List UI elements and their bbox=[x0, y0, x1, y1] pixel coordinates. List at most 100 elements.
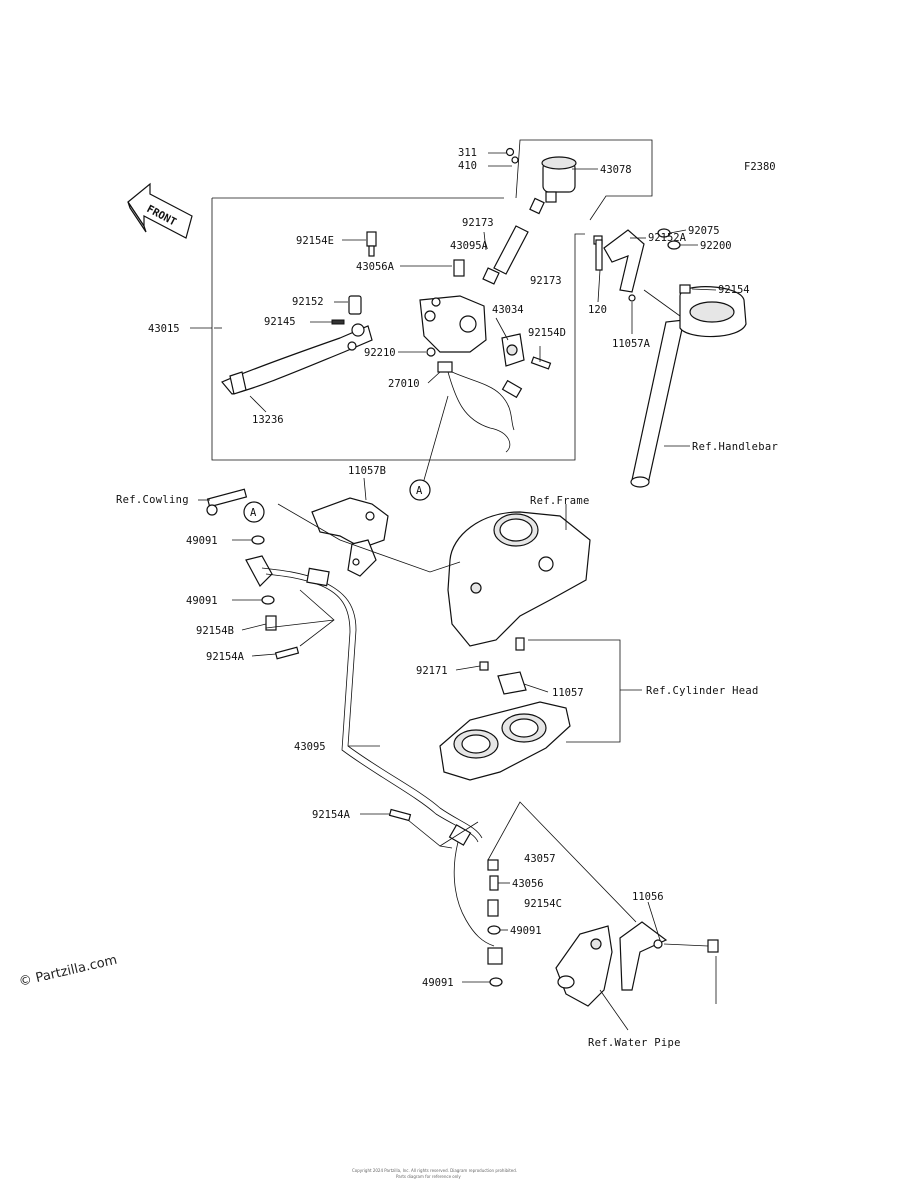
washer-49091-a bbox=[251, 535, 265, 545]
bolt-92171 bbox=[479, 661, 489, 671]
spring-92145 bbox=[331, 319, 345, 325]
label-49091-b: 49091 bbox=[186, 595, 218, 607]
callout-a-upper bbox=[409, 479, 431, 501]
bolt-92154c bbox=[487, 899, 499, 917]
label-13236: 13236 bbox=[252, 414, 284, 426]
washer-49091-b bbox=[261, 595, 275, 605]
label-43095a: 43095A bbox=[450, 240, 489, 252]
part-labels: 311 410 43078 92173 43095A 92154E 43056A… bbox=[148, 147, 750, 989]
label-92152: 92152 bbox=[292, 296, 324, 308]
svg-text:A: A bbox=[250, 507, 257, 519]
label-92154b: 92154B bbox=[196, 625, 234, 637]
brake-hose-43095 bbox=[261, 567, 483, 839]
washer-410 bbox=[511, 156, 519, 164]
bracket-11057 bbox=[497, 671, 527, 695]
svg-text:A: A bbox=[416, 485, 423, 497]
bolt-311 bbox=[505, 147, 515, 157]
label-92154c: 92154C bbox=[524, 898, 562, 910]
label-43015: 43015 bbox=[148, 323, 180, 335]
bracket-11057b bbox=[311, 497, 389, 577]
banjo-lower bbox=[487, 947, 503, 965]
washer-49091-c bbox=[487, 925, 501, 935]
frame-ref bbox=[447, 511, 591, 647]
reservoir-43078 bbox=[541, 156, 577, 203]
hose-43095a bbox=[493, 225, 529, 275]
label-410: 410 bbox=[458, 160, 477, 172]
part-43057 bbox=[487, 859, 499, 871]
ref-cowling: Ref.Cowling bbox=[116, 494, 189, 506]
hose-joint-upper bbox=[306, 567, 330, 587]
leader-lines bbox=[190, 152, 717, 1031]
label-92200: 92200 bbox=[700, 240, 732, 252]
nut-92210 bbox=[426, 347, 436, 357]
label-92154: 92154 bbox=[718, 284, 750, 296]
bolt-92154d bbox=[530, 356, 552, 370]
bracket-11057a bbox=[593, 229, 645, 302]
ref-cylinder-head: Ref.Cylinder Head bbox=[646, 685, 759, 697]
clamp-92173-lower bbox=[482, 267, 500, 285]
callout-a-lower bbox=[243, 501, 265, 523]
copyright-line-1: Copyright 2024 Partzilla, Inc. All right… bbox=[352, 1168, 517, 1173]
collar-92152 bbox=[348, 295, 362, 315]
cylinder-head-ref bbox=[439, 701, 571, 781]
handlebar bbox=[630, 286, 747, 488]
bolt-92154 bbox=[679, 284, 691, 294]
reference-labels: Ref.Handlebar Ref.Cowling Ref.Frame Ref.… bbox=[116, 441, 778, 1049]
ref-frame: Ref.Frame bbox=[530, 495, 590, 507]
ref-handlebar: Ref.Handlebar bbox=[692, 441, 778, 453]
label-92173-lower: 92173 bbox=[530, 275, 562, 287]
clamp-43034 bbox=[501, 333, 525, 367]
label-92171: 92171 bbox=[416, 665, 448, 677]
bolt-water-pipe bbox=[707, 939, 719, 953]
brake-lever-13236 bbox=[221, 323, 373, 395]
label-49091-d: 49091 bbox=[422, 977, 454, 989]
label-92075: 92075 bbox=[688, 225, 720, 237]
label-11056: 11056 bbox=[632, 891, 664, 903]
ref-water-pipe: Ref.Water Pipe bbox=[588, 1037, 681, 1049]
label-43078: 43078 bbox=[600, 164, 632, 176]
fitting-43056a bbox=[453, 259, 465, 277]
bracket-11056 bbox=[619, 921, 668, 991]
switch-27010 bbox=[437, 361, 523, 453]
part-43056 bbox=[489, 875, 499, 891]
label-49091-c: 49091 bbox=[510, 925, 542, 937]
bolt-ref-cowling bbox=[206, 488, 248, 508]
label-311: 311 bbox=[458, 147, 477, 159]
label-43056a: 43056A bbox=[356, 261, 395, 273]
bolt-92154e bbox=[366, 231, 377, 247]
label-11057a: 11057A bbox=[612, 338, 651, 350]
label-92152a: 92152A bbox=[648, 232, 687, 244]
label-11057: 11057 bbox=[552, 687, 584, 699]
label-43057: 43057 bbox=[524, 853, 556, 865]
bolt-92154a-lower bbox=[388, 808, 412, 822]
label-43056: 43056 bbox=[512, 878, 544, 890]
watermark: © Partzilla.com bbox=[18, 953, 119, 990]
label-43034: 43034 bbox=[492, 304, 524, 316]
bolt-92154a-upper bbox=[274, 646, 300, 660]
master-cylinder bbox=[419, 295, 487, 353]
label-92154e: 92154E bbox=[296, 235, 334, 247]
label-92154a-upper: 92154A bbox=[206, 651, 245, 663]
bolt-cylinder-head bbox=[515, 637, 525, 651]
label-92154a-lower: 92154A bbox=[312, 809, 351, 821]
water-pipe-ref bbox=[555, 925, 613, 1007]
hose-joint-lower bbox=[448, 824, 472, 846]
label-92154d: 92154D bbox=[528, 327, 566, 339]
label-27010: 27010 bbox=[388, 378, 420, 390]
assembly-frame bbox=[211, 198, 585, 461]
label-92145: 92145 bbox=[264, 316, 296, 328]
label-92173-upper: 92173 bbox=[462, 217, 494, 229]
label-120: 120 bbox=[588, 304, 607, 316]
bolt-92154b bbox=[265, 615, 277, 631]
washer-49091-d bbox=[489, 977, 503, 987]
label-43095: 43095 bbox=[294, 741, 326, 753]
label-92210: 92210 bbox=[364, 347, 396, 359]
front-arrow-icon: FRONT bbox=[127, 182, 193, 239]
label-49091-a: 49091 bbox=[186, 535, 218, 547]
copyright-line-2: Parts diagram for reference only bbox=[396, 1174, 461, 1179]
reservoir-frame bbox=[515, 139, 653, 221]
figure-code: F2380 bbox=[744, 161, 776, 173]
banjo-fitting bbox=[245, 555, 273, 587]
clamp-92173-upper bbox=[529, 197, 545, 215]
